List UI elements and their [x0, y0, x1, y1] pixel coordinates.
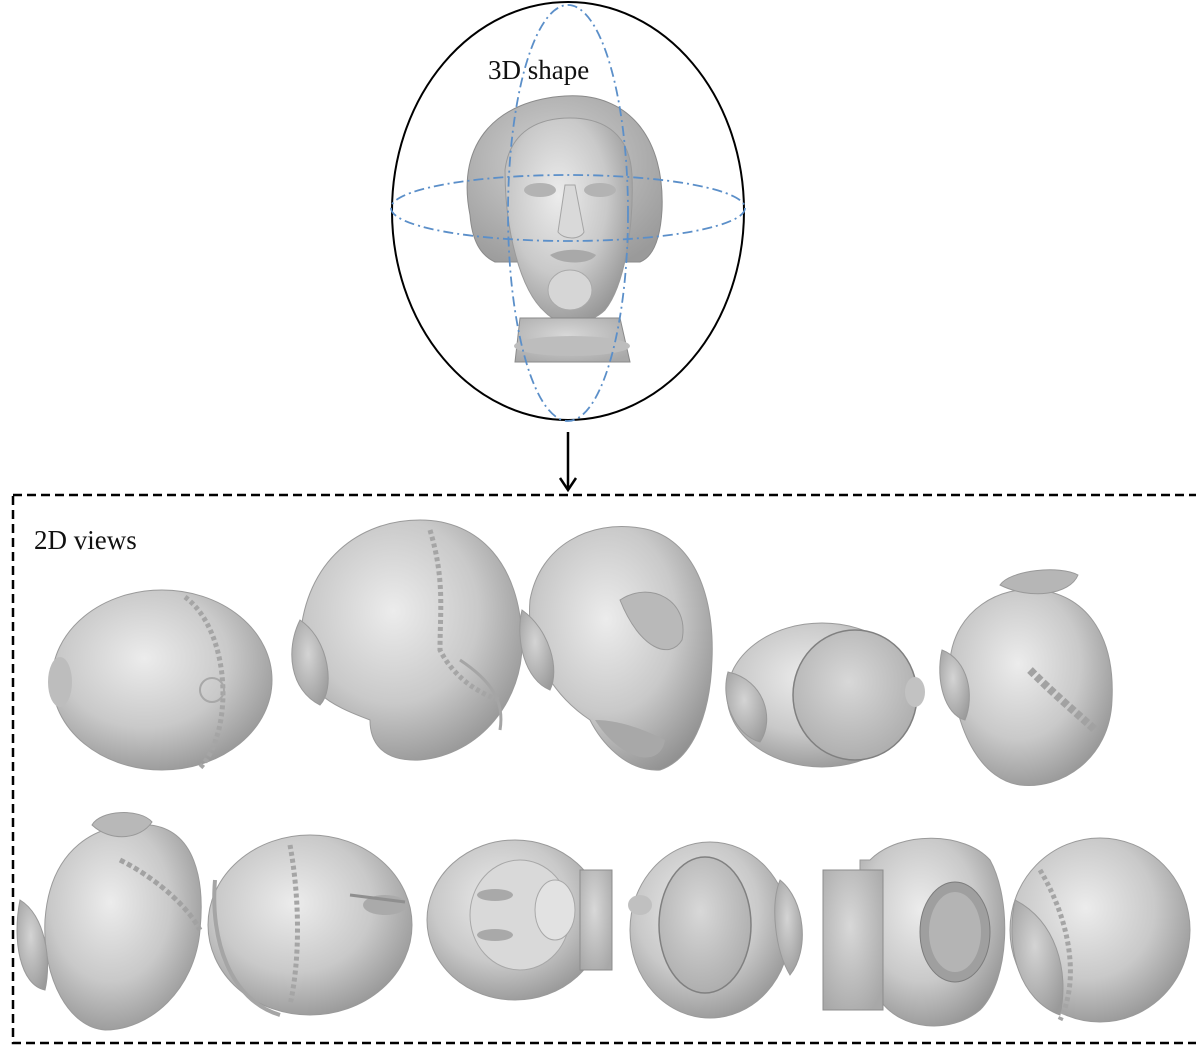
arrow-down: [560, 432, 576, 490]
view-9: [628, 842, 802, 1018]
label-2d-views: 2D views: [34, 525, 137, 555]
view-11: [1010, 838, 1190, 1022]
label-3d-shape: 3D shape: [488, 55, 589, 85]
view-5: [940, 570, 1112, 786]
head-3d-model: [467, 96, 662, 362]
shape-3d-group: 3D shape: [391, 2, 745, 421]
view-1: [48, 590, 272, 770]
view-6: [17, 813, 201, 1030]
view-4: [726, 623, 925, 767]
view-10: [823, 838, 1005, 1026]
view-2: [292, 520, 522, 760]
view-3: [520, 527, 712, 771]
view-8: [427, 840, 612, 1000]
view-7: [208, 835, 412, 1015]
